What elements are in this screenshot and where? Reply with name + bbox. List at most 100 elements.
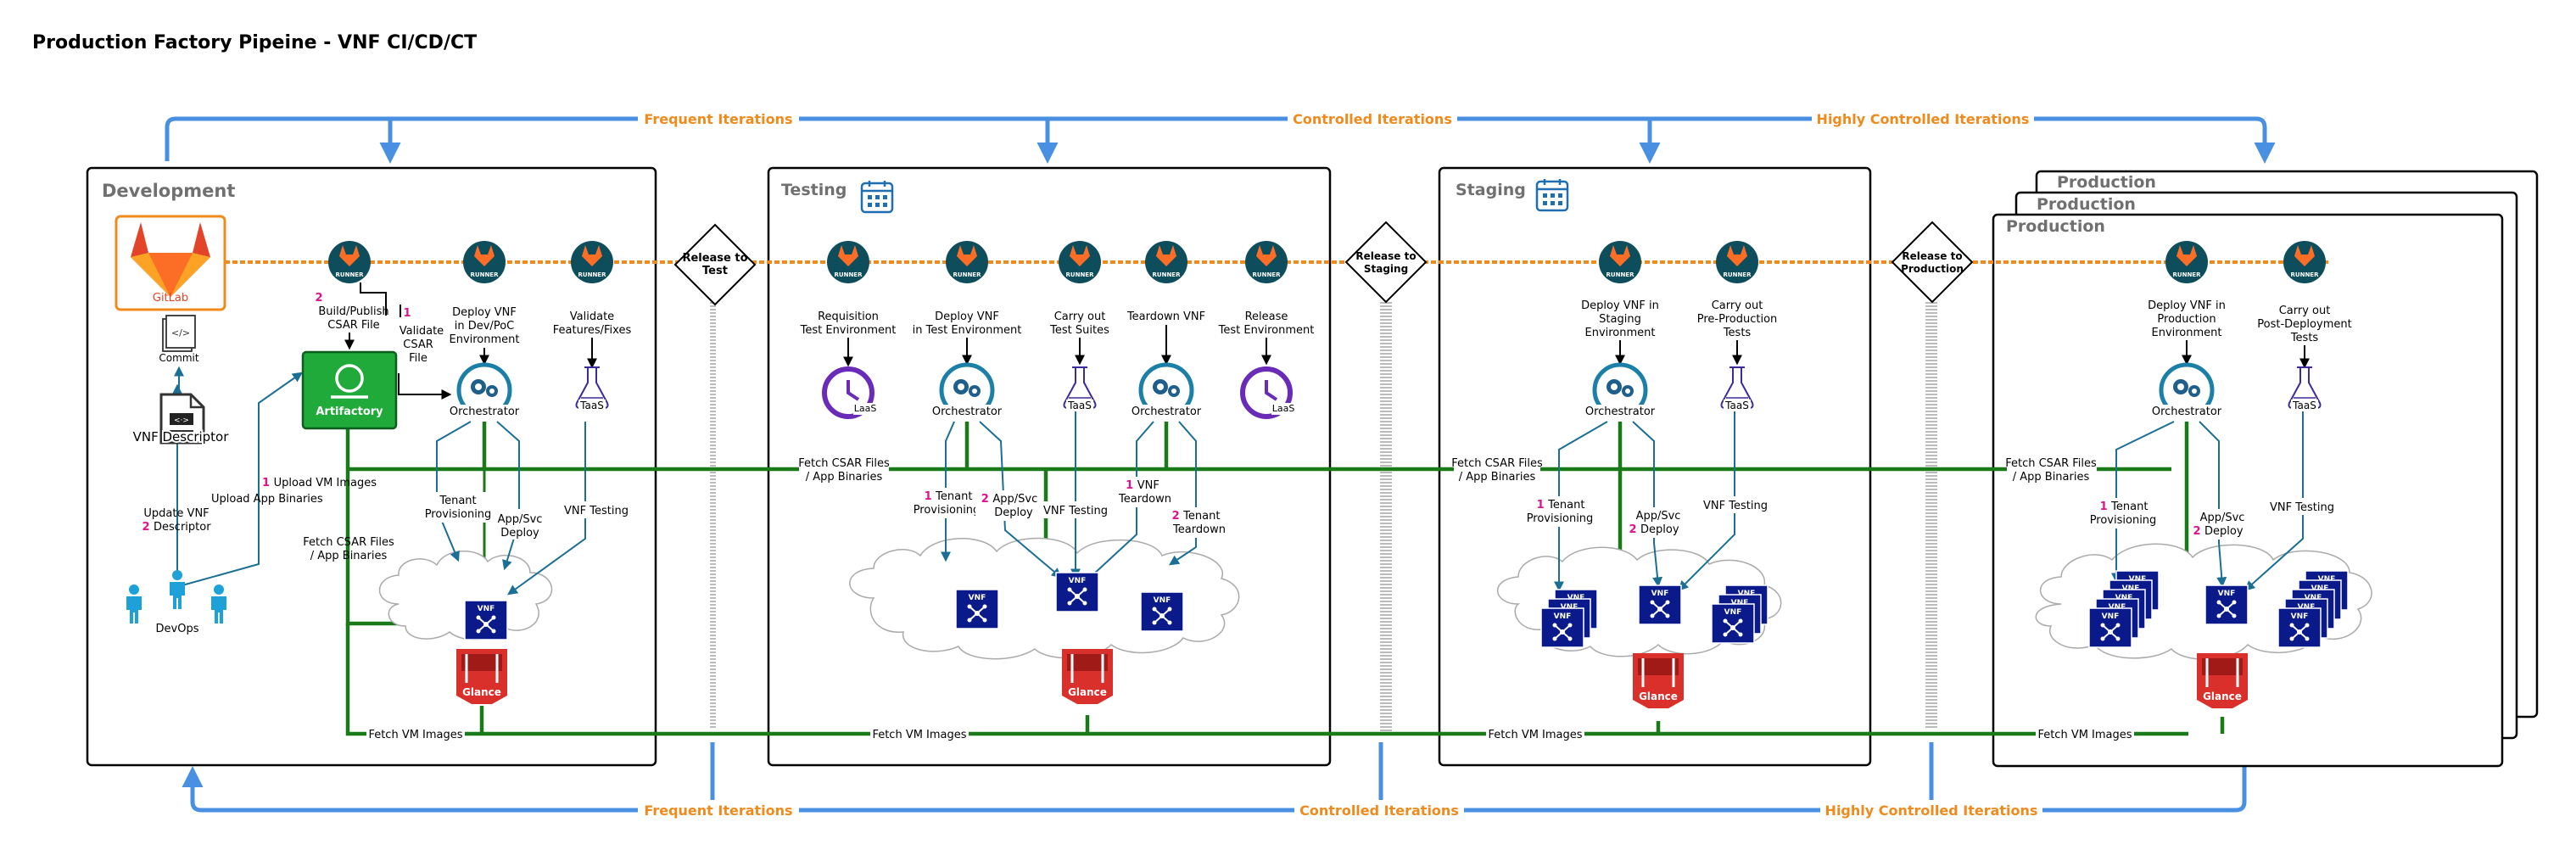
svg-text:in Test Environment: in Test Environment xyxy=(913,324,1022,337)
fetch-csar-label-staging: Fetch CSAR Files/ App Binaries xyxy=(1451,457,1543,484)
svg-text:Upload App Binaries: Upload App Binaries xyxy=(211,493,323,506)
gate-column-staging xyxy=(1380,301,1392,734)
svg-text:File: File xyxy=(409,352,427,365)
svg-text:RUNNER: RUNNER xyxy=(1607,271,1635,278)
svg-text:LaaS: LaaS xyxy=(854,403,877,414)
fetch-vm-label-test: Fetch VM Images xyxy=(872,729,966,741)
svg-text:2 Descriptor: 2 Descriptor xyxy=(142,521,211,534)
svg-text:Deploy VNF in: Deploy VNF in xyxy=(2148,299,2226,312)
svg-text:2 App/Svc: 2 App/Svc xyxy=(981,493,1037,506)
page-title: Production Factory Pipeine - VNF CI/CD/C… xyxy=(32,32,477,53)
svg-text:Orchestrator: Orchestrator xyxy=(450,405,520,418)
gate-column-production xyxy=(1925,301,1937,730)
fetch-csar-label-dev: Fetch CSAR Files/ App Binaries xyxy=(303,536,394,562)
svg-text:Carry out: Carry out xyxy=(1054,310,1106,323)
vnf-icon: VNF xyxy=(2204,584,2249,625)
svg-text:2 Deploy: 2 Deploy xyxy=(1629,523,1679,536)
runner-icon: RUNNER xyxy=(1145,241,1187,283)
svg-text:VNF: VNF xyxy=(1561,603,1579,612)
fetch-csar-label-prod: Fetch CSAR Files/ App Binaries xyxy=(2005,457,2097,484)
calendar-icon xyxy=(860,181,894,214)
svg-text:LaaS: LaaS xyxy=(1272,403,1295,414)
svg-text:RUNNER: RUNNER xyxy=(835,271,863,278)
svg-text:1 Upload VM Images: 1 Upload VM Images xyxy=(262,477,377,489)
svg-text:RUNNER: RUNNER xyxy=(1066,271,1095,278)
svg-text:Artifactory: Artifactory xyxy=(316,405,383,418)
svg-text:Deploy VNF in: Deploy VNF in xyxy=(1581,299,1659,312)
gitlab-logo: GitLab xyxy=(115,215,226,311)
svg-text:Provisioning: Provisioning xyxy=(425,508,492,521)
svg-text:Tests: Tests xyxy=(2290,332,2319,344)
svg-text:VNF: VNF xyxy=(1731,599,1749,607)
svg-text:Test Suites: Test Suites xyxy=(1049,324,1109,337)
orchestrator-icon: Orchestrator xyxy=(450,362,520,418)
svg-text:CSAR: CSAR xyxy=(403,338,433,351)
svg-text:VNF: VNF xyxy=(1154,596,1171,605)
fetch-vm-label-dev: Fetch VM Images xyxy=(368,729,462,741)
devops-people xyxy=(126,570,226,624)
svg-text:TaaS: TaaS xyxy=(579,400,604,411)
svg-text:Environment: Environment xyxy=(1584,327,1655,339)
staging-title: Staging xyxy=(1456,181,1526,199)
svg-text:RUNNER: RUNNER xyxy=(336,271,365,278)
runner-icon: RUNNER xyxy=(1059,241,1101,283)
svg-text:Features/Fixes: Features/Fixes xyxy=(553,324,632,337)
svg-text:TaaS: TaaS xyxy=(1067,400,1092,411)
svg-text:Orchestrator: Orchestrator xyxy=(1132,405,1202,418)
orchestrator-icon: Orchestrator xyxy=(932,362,1003,418)
svg-text:TaaS: TaaS xyxy=(1724,400,1749,411)
artifactory-box: Artifactory xyxy=(301,350,398,430)
glance-icon: Glance xyxy=(1062,649,1113,704)
svg-text:Deploy VNF: Deploy VNF xyxy=(935,310,999,323)
svg-text:RUNNER: RUNNER xyxy=(471,271,500,278)
top-label-highly: Highly Controlled Iterations xyxy=(1817,111,2030,127)
svg-text:VNF: VNF xyxy=(2218,590,2236,598)
production-title-front: Production xyxy=(2006,217,2105,236)
svg-text:1 Tenant: 1 Tenant xyxy=(2100,500,2149,513)
top-label-frequent: Frequent Iterations xyxy=(644,111,792,127)
svg-text:Requisition: Requisition xyxy=(818,310,879,323)
svg-text:Provisioning: Provisioning xyxy=(1527,512,1594,525)
svg-text:Test Environment: Test Environment xyxy=(1218,324,1315,337)
fetch-vm-label-staging: Fetch VM Images xyxy=(1488,729,1582,741)
svg-text:VNF Testing: VNF Testing xyxy=(2270,501,2334,514)
runner-icon: RUNNER xyxy=(946,241,988,283)
svg-text:Pre-Production: Pre-Production xyxy=(1697,313,1778,326)
svg-text:VNF Testing: VNF Testing xyxy=(1043,505,1108,517)
svg-text:App/Svc: App/Svc xyxy=(498,513,543,526)
svg-text:VNF: VNF xyxy=(1651,590,1669,598)
svg-text:Environment: Environment xyxy=(2151,327,2221,339)
thin-connectors xyxy=(172,372,2304,596)
taas-flask-icon: TaaS xyxy=(1720,366,1754,411)
svg-text:VNF: VNF xyxy=(2311,584,2329,593)
svg-text:VNF: VNF xyxy=(2115,594,2133,602)
svg-text:VNF: VNF xyxy=(2109,603,2126,612)
svg-text:Deploy: Deploy xyxy=(500,527,539,540)
bottom-label-frequent: Frequent Iterations xyxy=(644,802,792,819)
svg-text:Orchestrator: Orchestrator xyxy=(2152,405,2222,418)
svg-text:VNF: VNF xyxy=(2318,575,2336,584)
svg-text:VNF: VNF xyxy=(2298,603,2316,612)
bottom-label-highly: Highly Controlled Iterations xyxy=(1825,802,2038,819)
fetch-csar-label-test: Fetch CSAR Files/ App Binaries xyxy=(798,457,890,484)
taas-flask-icon: TaaS xyxy=(575,366,609,411)
step-arrows xyxy=(344,282,2310,400)
laas-group: LaaS LaaS xyxy=(822,366,1295,419)
vnf-icon: VNF xyxy=(2277,607,2322,648)
svg-text:VNF: VNF xyxy=(1069,577,1087,585)
svg-text:Teardown VNF: Teardown VNF xyxy=(1126,310,1205,323)
svg-text:VNF Testing: VNF Testing xyxy=(1703,500,1768,512)
svg-text:App/Svc: App/Svc xyxy=(1636,510,1681,523)
svg-text:<·>: <·> xyxy=(174,417,189,425)
svg-text:Staging: Staging xyxy=(1599,313,1641,326)
runner-icon: RUNNER xyxy=(1245,241,1288,283)
svg-text:Glance: Glance xyxy=(1639,691,1678,702)
fetch-vm-label-prod: Fetch VM Images xyxy=(2037,729,2132,741)
svg-text:Update VNF: Update VNF xyxy=(143,507,209,520)
svg-text:Provisioning: Provisioning xyxy=(2090,514,2157,527)
svg-text:VNF: VNF xyxy=(1554,612,1572,621)
svg-text:RUNNER: RUNNER xyxy=(1724,271,1752,278)
runner-icon: RUNNER xyxy=(1716,241,1758,283)
